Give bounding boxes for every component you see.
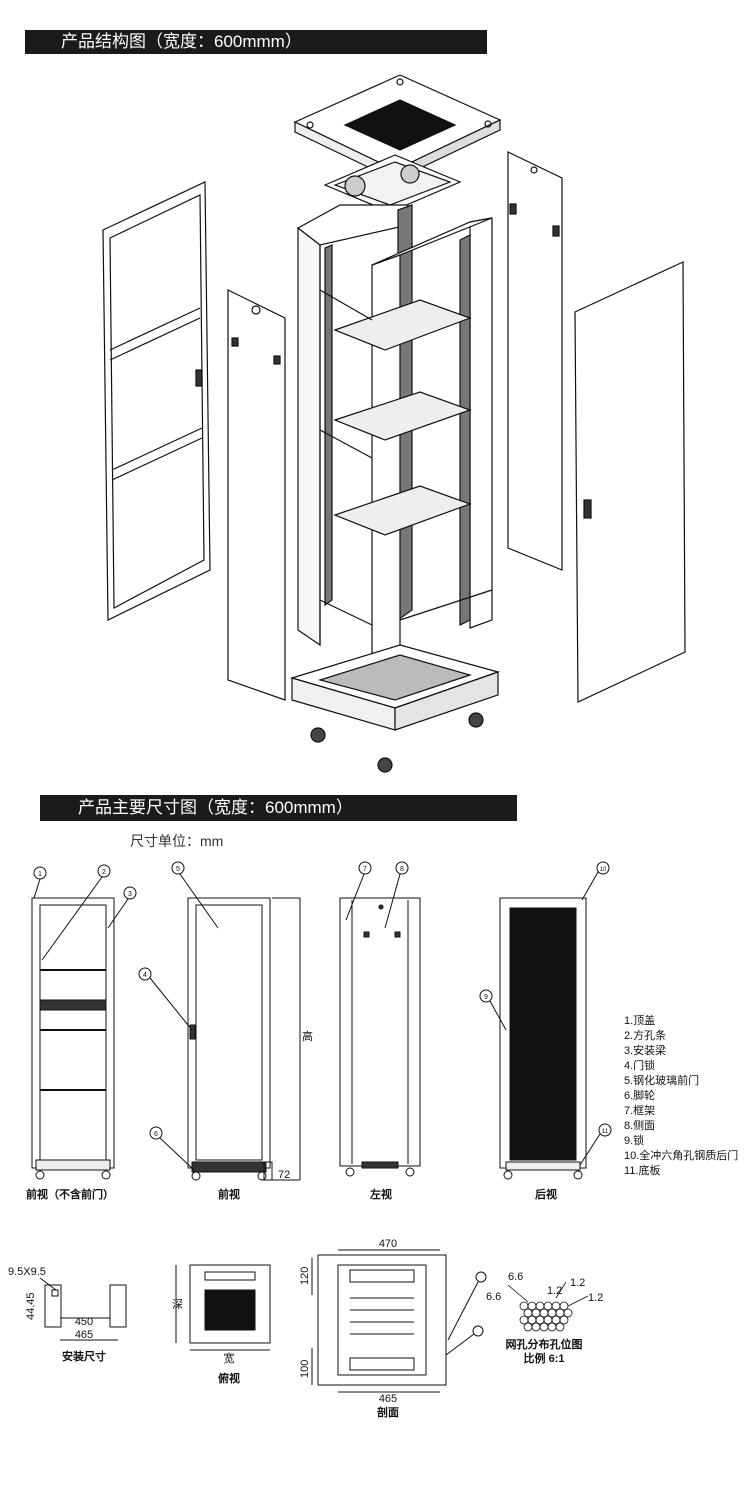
mount-hole-label: 9.5X9.5 bbox=[8, 1266, 46, 1278]
parts-legend: 1.顶盖 2.方孔条 3.安装梁 4.门锁 5.钢化玻璃前门 6.脚轮 7.框架… bbox=[624, 1014, 738, 1179]
base-plate bbox=[289, 644, 501, 731]
label-front: 前视 bbox=[218, 1187, 240, 1201]
mount-v-label: 44.45 bbox=[25, 1292, 37, 1320]
fan-plate bbox=[323, 154, 462, 213]
section-view bbox=[311, 1249, 487, 1393]
callout-11: 11 bbox=[602, 1129, 609, 1135]
hole-1-2c-label: 1.2 bbox=[588, 1292, 603, 1304]
label-mount-size: 安装尺寸 bbox=[62, 1349, 106, 1363]
legend-item: 7.框架 bbox=[624, 1105, 656, 1117]
legend-item: 6.脚轮 bbox=[624, 1090, 656, 1102]
height-label: 高 bbox=[302, 1029, 313, 1043]
rear-side-panel bbox=[507, 151, 563, 571]
legend-item: 2.方孔条 bbox=[624, 1030, 667, 1042]
hole-1-2a-label: 1.2 bbox=[547, 1285, 562, 1297]
legend-item: 5.钢化玻璃前门 bbox=[624, 1075, 700, 1087]
callout-5: 5 bbox=[176, 866, 180, 873]
dimension-views-diagram: 1 2 3 4 5 6 7 8 9 10 11 高 72 前视（不含前门） 前视… bbox=[8, 861, 612, 1419]
callout-2: 2 bbox=[102, 869, 106, 876]
legend-item: 3.安装梁 bbox=[624, 1045, 667, 1057]
left-side-panel bbox=[227, 289, 286, 701]
right-door-panel bbox=[574, 261, 686, 703]
hole-pattern-view bbox=[507, 1281, 589, 1332]
section-470-label: 470 bbox=[379, 1238, 397, 1250]
callout-9: 9 bbox=[484, 994, 488, 1001]
label-hole-pattern: 网孔分布孔位图 bbox=[506, 1337, 583, 1351]
label-top-view: 俯视 bbox=[218, 1371, 240, 1385]
section-465-label: 465 bbox=[379, 1393, 397, 1405]
depth-label: 深 bbox=[172, 1298, 183, 1311]
legend-item: 1.顶盖 bbox=[624, 1015, 656, 1027]
dimension-section-title: 产品主要尺寸图（宽度：600mmm） bbox=[40, 795, 517, 821]
legend-item: 11.底板 bbox=[624, 1165, 661, 1177]
legend-item: 9.锁 bbox=[624, 1135, 645, 1147]
label-rear: 后视 bbox=[535, 1187, 557, 1201]
hole-6-6a-label: 6.6 bbox=[508, 1271, 523, 1283]
section-100-label: 100 bbox=[299, 1360, 311, 1378]
hole-1-2b-label: 1.2 bbox=[570, 1277, 585, 1289]
width-label: 宽 bbox=[224, 1351, 235, 1365]
mount-450-label: 450 bbox=[75, 1316, 93, 1328]
label-front-no-door: 前视（不含前门） bbox=[26, 1187, 114, 1201]
top-view bbox=[175, 1264, 271, 1351]
section-120-label: 120 bbox=[299, 1267, 311, 1285]
mount-465-label: 465 bbox=[75, 1329, 93, 1341]
callout-7: 7 bbox=[363, 866, 367, 873]
label-section: 剖面 bbox=[377, 1405, 399, 1419]
structure-section-title: 产品结构图（宽度：600mmm） bbox=[25, 30, 487, 54]
callout-3: 3 bbox=[128, 891, 132, 898]
label-left: 左视 bbox=[369, 1187, 392, 1201]
label-hole-scale: 比例 6:1 bbox=[524, 1351, 565, 1365]
legend-item: 4.门锁 bbox=[624, 1060, 656, 1072]
front-glass-door-panel bbox=[102, 181, 211, 621]
mount-size-view bbox=[39, 1277, 127, 1341]
front-no-door-view bbox=[31, 897, 115, 1180]
callout-8: 8 bbox=[400, 866, 404, 873]
legend-item: 10.全冲六角孔钢质后门 bbox=[624, 1150, 739, 1162]
callout-markers bbox=[33, 861, 612, 1171]
front-view bbox=[187, 897, 301, 1181]
foot-label: 72 bbox=[278, 1169, 290, 1181]
rear-view bbox=[499, 897, 587, 1180]
callout-6: 6 bbox=[154, 1131, 158, 1138]
exploded-structure-diagram bbox=[102, 74, 686, 773]
unit-note: 尺寸单位：mm bbox=[130, 833, 224, 849]
left-view bbox=[339, 897, 421, 1177]
callout-1: 1 bbox=[38, 871, 42, 878]
callout-10: 10 bbox=[600, 867, 607, 873]
hole-6-6b-label: 6.6 bbox=[486, 1291, 501, 1303]
callout-4: 4 bbox=[143, 972, 147, 979]
rack-frame bbox=[296, 204, 493, 709]
caster-wheels bbox=[310, 712, 484, 773]
legend-item: 8.侧面 bbox=[624, 1120, 656, 1132]
